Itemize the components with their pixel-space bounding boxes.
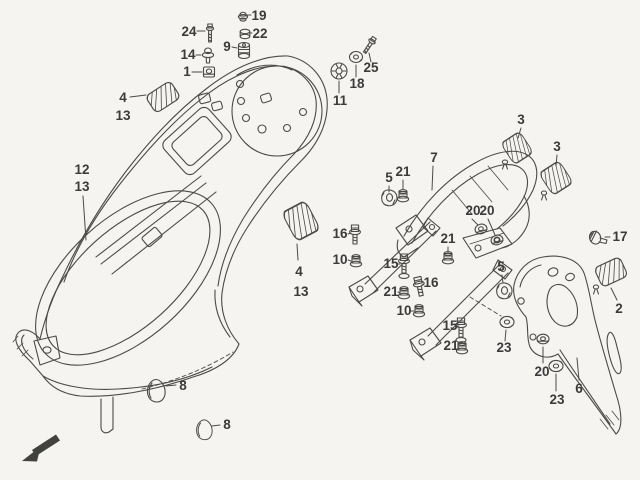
part-number-label: 21 [440, 231, 456, 246]
part-21-nut-center [441, 251, 455, 265]
callout-leader-line [421, 283, 425, 286]
part-number-label: 13 [293, 284, 309, 299]
part-number-label: 11 [333, 93, 348, 108]
part-number-label: 8 [223, 417, 231, 432]
part-number-label: 8 [179, 378, 187, 393]
part-number-label: 15 [383, 256, 399, 271]
part-8-cap-right [196, 419, 213, 441]
callout-leader-line [347, 232, 352, 235]
part-number-label: 3 [517, 112, 525, 127]
part-4-pad-bottom [280, 199, 322, 243]
part-number-label: 13 [115, 108, 131, 123]
callout-leader-line [610, 287, 618, 301]
part-23-grommet-left [499, 315, 515, 329]
part-number-label: 20 [465, 203, 480, 218]
carrier-stay-right [409, 259, 513, 361]
part-number-label: 23 [496, 340, 512, 355]
front-direction-arrow-icon [22, 434, 60, 462]
callout-leader-line [576, 357, 580, 381]
part-21-nut-top [396, 189, 410, 203]
part-25-bolt [361, 35, 379, 56]
part-11-grommet [330, 62, 348, 80]
part-number-label: 12 [74, 162, 89, 177]
part-number-label: 15 [442, 318, 458, 333]
callout-leader-line [504, 329, 507, 342]
part-16-bolt-left [349, 224, 361, 245]
part-23-grommet-right [548, 359, 564, 373]
part-number-label: 20 [534, 364, 549, 379]
part-10-nut-right [412, 304, 426, 318]
part-1-clip-nut [202, 66, 216, 78]
part-10-nut-left [349, 254, 363, 268]
part-number-label: 21 [383, 284, 399, 299]
part-number-label: 3 [553, 139, 561, 154]
callout-leader-line [501, 274, 504, 284]
part-number-label: 7 [430, 150, 438, 165]
part-number-label: 16 [332, 226, 348, 241]
part-2-stud [592, 284, 600, 295]
callout-leader-line [555, 154, 558, 167]
part-number-label: 2 [615, 301, 623, 316]
part-17-key [587, 229, 608, 247]
part-24-bolt [205, 23, 215, 43]
part-2-cover-plate [593, 255, 629, 289]
part-number-label: 4 [119, 90, 127, 105]
part-20-clip-a [473, 222, 489, 236]
carrier-stay-left [348, 217, 441, 307]
part-number-label: 6 [575, 381, 583, 396]
part-3-stud-right [540, 190, 548, 201]
part-number-label: 5 [385, 170, 393, 185]
part-number-label: 17 [612, 229, 627, 244]
part-number-label: 16 [423, 275, 439, 290]
callout-leader-line [487, 218, 496, 236]
part-number-label: 10 [332, 252, 347, 267]
callout-leader-line [165, 384, 177, 387]
part-number-label: 9 [223, 39, 231, 54]
callout-leader-line [211, 424, 221, 427]
part-number-label: 22 [252, 26, 267, 41]
part-number-label: 18 [349, 76, 365, 91]
callout-leader-line [517, 127, 522, 139]
main-body-cover [12, 55, 328, 434]
part-22-collar [239, 28, 251, 40]
part-number-label: 19 [251, 8, 266, 23]
part-number-label: 23 [549, 392, 565, 407]
part-number-label: 21 [443, 338, 459, 353]
callout-leader-line [129, 94, 147, 98]
part-5-grommet-right [496, 282, 513, 300]
rear-fender [469, 255, 622, 435]
callout-leader-line [368, 52, 372, 63]
part-number-label: 4 [295, 264, 303, 279]
callout-leader-line [457, 346, 460, 349]
part-number-label: 1 [183, 64, 191, 79]
part-9-lock-cylinder [237, 41, 251, 60]
part-4-pad-top [144, 80, 182, 114]
callout-leader-line [397, 291, 401, 294]
part-number-label: 20 [479, 203, 494, 218]
part-14-screw [201, 47, 215, 64]
part-number-label: 13 [74, 179, 90, 194]
callout-leader-line [231, 46, 238, 49]
callout-leader-line [82, 195, 87, 241]
callout-leader-line [296, 243, 299, 261]
part-number-label: 10 [396, 303, 411, 318]
part-20-clip-b [489, 233, 505, 247]
part-number-label: 14 [180, 47, 196, 62]
part-18-washer [348, 50, 364, 64]
part-19-cap-nut [237, 11, 249, 22]
part-number-label: 25 [363, 60, 379, 75]
part-number-label: 24 [181, 24, 197, 39]
callout-leader-line [431, 165, 434, 191]
part-number-label: 5 [497, 259, 505, 274]
part-20-clip-c [536, 333, 550, 345]
callout-leader-line [347, 259, 352, 262]
part-8-cap-left [146, 378, 166, 403]
callout-leader-line [471, 218, 479, 226]
part-number-label: 21 [395, 164, 411, 179]
